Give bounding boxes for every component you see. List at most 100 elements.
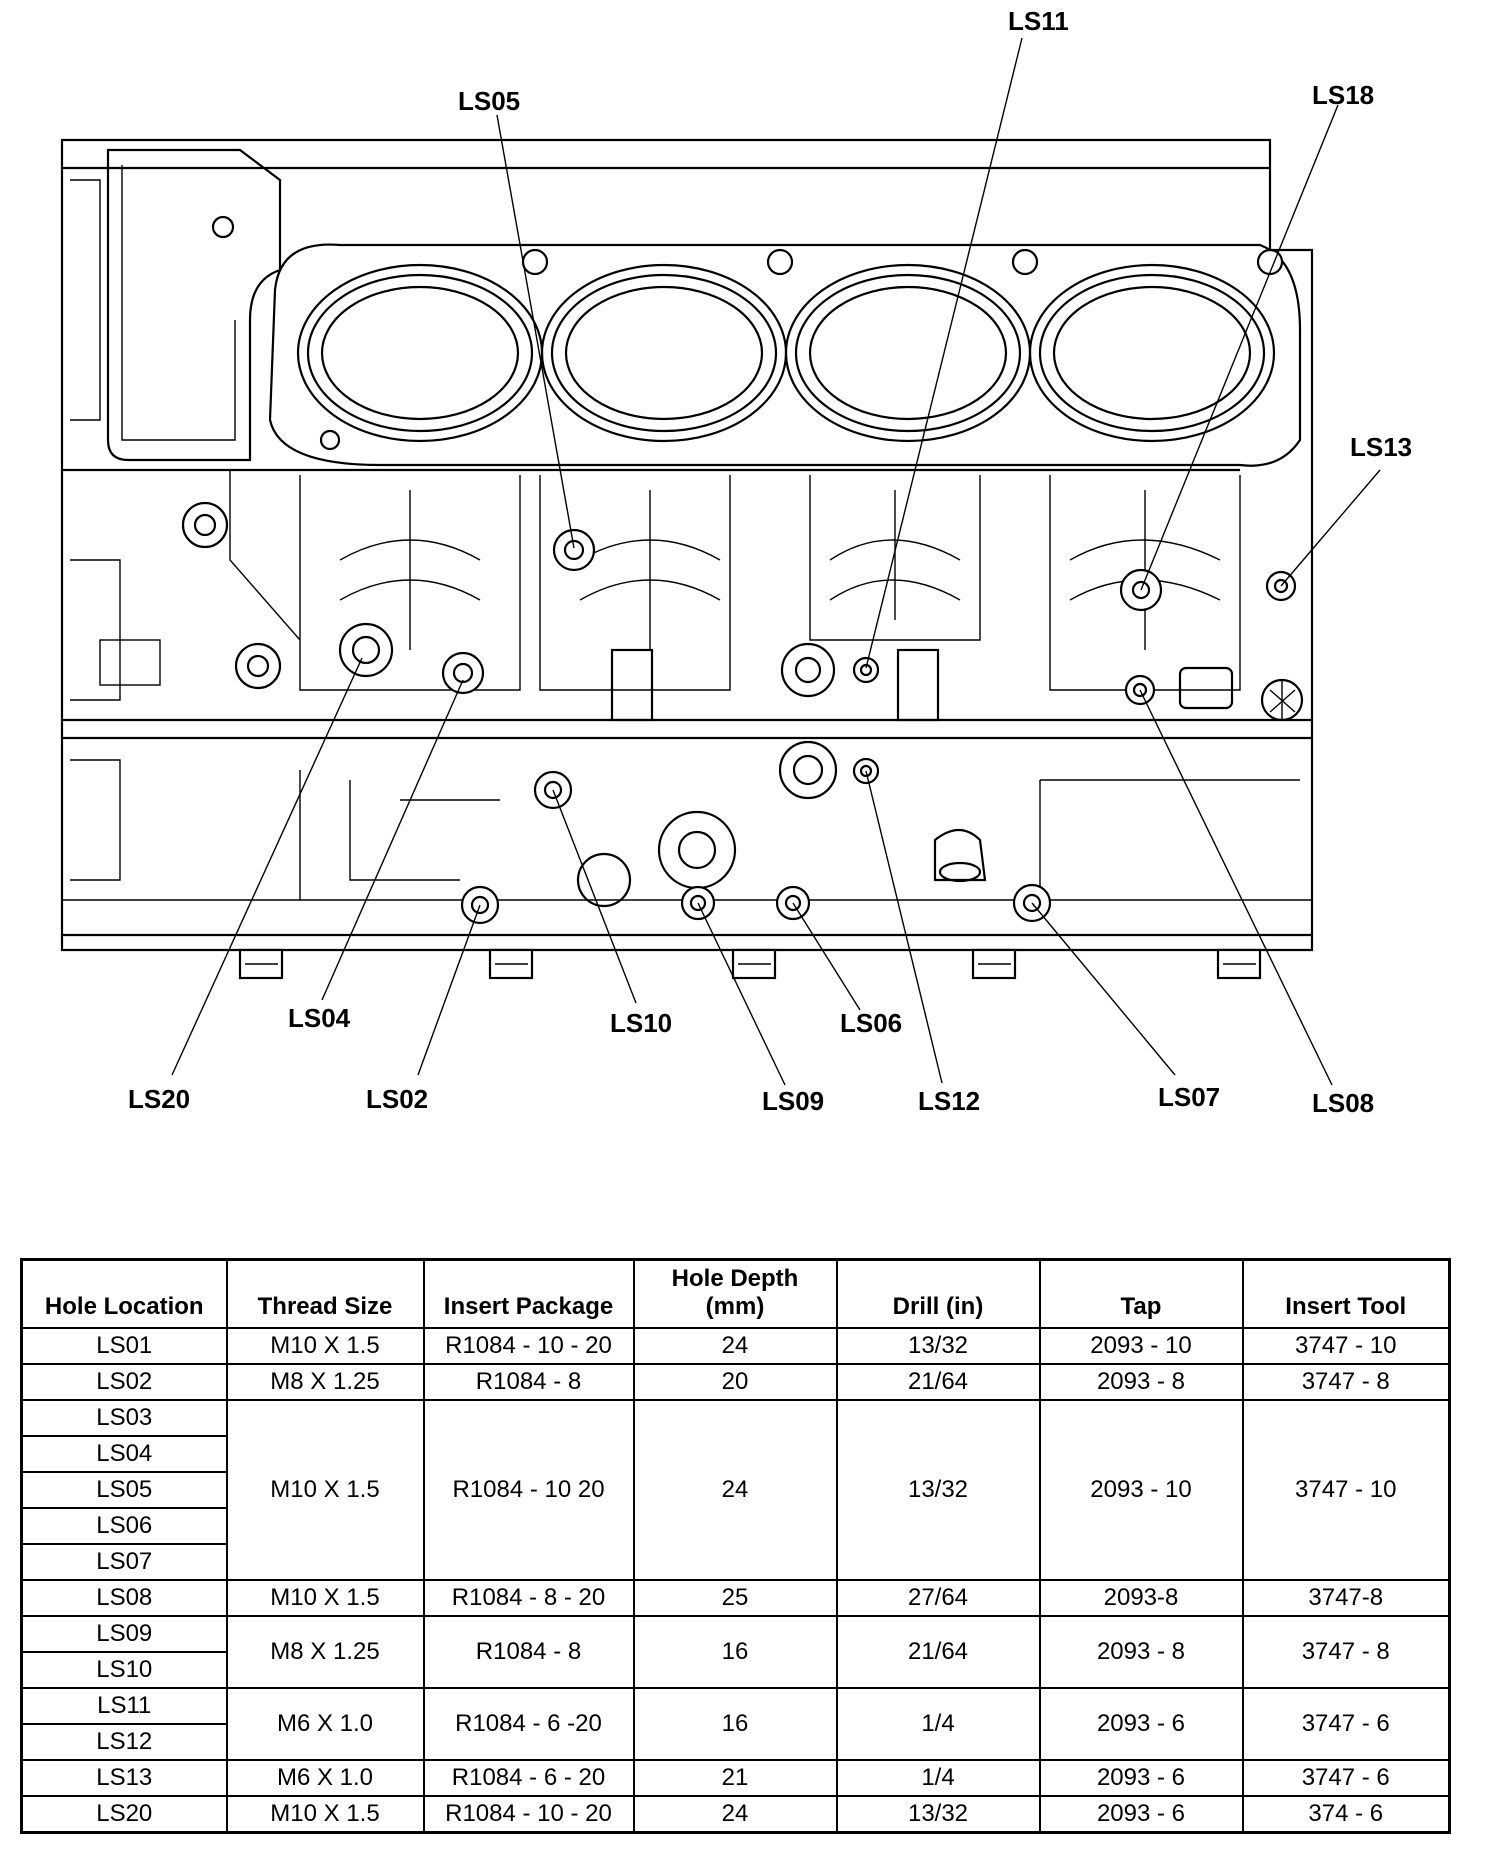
table-row: LS07 bbox=[20, 1543, 1450, 1581]
leader-lines bbox=[171, 37, 1381, 1086]
cell-tool: 3747 - 10 bbox=[1241, 1327, 1451, 1365]
cell-location: LS10 bbox=[20, 1651, 228, 1689]
header-insert-package: Insert Package bbox=[422, 1258, 635, 1329]
table-row: LS06 bbox=[20, 1507, 1450, 1545]
table-row: LS13 M6 X 1.0 R1084 - 6 - 20 21 1/4 2093… bbox=[20, 1759, 1451, 1797]
header-drill: Drill (in) bbox=[835, 1258, 1041, 1329]
cell-depth: 16 bbox=[632, 1687, 838, 1761]
table-row: LS04 bbox=[20, 1435, 1450, 1473]
cell-drill: 13/32 bbox=[835, 1399, 1041, 1581]
cell-depth: 24 bbox=[632, 1399, 838, 1581]
table-row: LS03 M10 X 1.5 R1084 - 10 20 24 13/32 20… bbox=[20, 1399, 1451, 1581]
cell-depth: 24 bbox=[632, 1795, 838, 1834]
cylinder-bore-4 bbox=[1028, 263, 1276, 443]
table-row: LS01 M10 X 1.5 R1084 - 10 - 20 24 13/32 … bbox=[20, 1327, 1451, 1365]
table-row: LS20 M10 X 1.5 R1084 - 10 - 20 24 13/32 … bbox=[20, 1795, 1451, 1834]
cell-thread: M10 X 1.5 bbox=[225, 1795, 425, 1834]
cell-thread: M8 X 1.25 bbox=[225, 1615, 425, 1689]
callout-labels: LS11 LS05 LS18 LS13 LS04 LS10 LS06 LS20 … bbox=[128, 6, 1412, 1118]
cell-location: LS06 bbox=[20, 1507, 228, 1545]
cell-thread: M10 X 1.5 bbox=[225, 1327, 425, 1365]
cell-drill: 1/4 bbox=[835, 1759, 1041, 1797]
cell-tool: 374 - 6 bbox=[1241, 1795, 1451, 1834]
cell-tool: 3747 - 8 bbox=[1241, 1363, 1451, 1401]
pan-bolts bbox=[238, 948, 1262, 980]
cell-tap: 2093 - 8 bbox=[1038, 1615, 1244, 1689]
cell-tap: 2093 - 10 bbox=[1038, 1327, 1244, 1365]
cell-depth: 25 bbox=[632, 1579, 838, 1617]
cell-location: LS03 bbox=[20, 1399, 228, 1437]
label-ls18: LS18 bbox=[1312, 80, 1374, 110]
cell-tool: 3747 - 6 bbox=[1241, 1687, 1451, 1761]
head-gasket bbox=[268, 243, 1302, 467]
cell-package: R1084 - 10 - 20 bbox=[422, 1795, 635, 1834]
header-insert-tool: Insert Tool bbox=[1241, 1258, 1451, 1329]
cell-drill: 21/64 bbox=[835, 1363, 1041, 1401]
cell-location: LS20 bbox=[20, 1795, 228, 1834]
label-ls04: LS04 bbox=[288, 1003, 351, 1033]
cell-thread: M8 X 1.25 bbox=[225, 1363, 425, 1401]
cell-tool: 3747 - 8 bbox=[1241, 1615, 1451, 1689]
cell-tap: 2093 - 6 bbox=[1038, 1795, 1244, 1834]
cell-tap: 2093 - 8 bbox=[1038, 1363, 1244, 1401]
label-ls12: LS12 bbox=[918, 1086, 980, 1116]
label-ls09: LS09 bbox=[762, 1086, 824, 1116]
table-row: LS09 M8 X 1.25 R1084 - 8 16 21/64 2093 -… bbox=[20, 1615, 1451, 1689]
cell-package: R1084 - 8 bbox=[422, 1363, 635, 1401]
cell-drill: 1/4 bbox=[835, 1687, 1041, 1761]
label-ls11: LS11 bbox=[1008, 6, 1069, 36]
cell-tool: 3747 - 6 bbox=[1241, 1759, 1451, 1797]
cell-drill: 21/64 bbox=[835, 1615, 1041, 1689]
label-ls13: LS13 bbox=[1350, 432, 1412, 462]
insert-holes bbox=[338, 528, 1297, 925]
label-ls06: LS06 bbox=[840, 1008, 902, 1038]
cell-tool: 3747-8 bbox=[1241, 1579, 1451, 1617]
table-row: LS05 bbox=[20, 1471, 1450, 1509]
cell-location: LS12 bbox=[20, 1723, 228, 1761]
cell-package: R1084 - 6 - 20 bbox=[422, 1759, 635, 1797]
cell-tap: 2093-8 bbox=[1038, 1579, 1244, 1617]
cell-package: R1084 - 8 bbox=[422, 1615, 635, 1689]
cell-thread: M10 X 1.5 bbox=[225, 1399, 425, 1581]
header-hole-depth-unit: (mm) bbox=[705, 1293, 765, 1320]
label-ls10: LS10 bbox=[610, 1008, 672, 1038]
cell-package: R1084 - 10 - 20 bbox=[422, 1327, 635, 1365]
header-hole-depth: Hole Depth (mm) bbox=[632, 1258, 838, 1329]
table-row: LS02 M8 X 1.25 R1084 - 8 20 21/64 2093 -… bbox=[20, 1363, 1451, 1401]
cell-thread: M10 X 1.5 bbox=[225, 1579, 425, 1617]
cell-location: LS09 bbox=[20, 1615, 228, 1653]
cylinder-bore-2 bbox=[540, 263, 788, 443]
label-ls08: LS08 bbox=[1312, 1088, 1374, 1118]
engine-block-diagram: LS11 LS05 LS18 LS13 LS04 LS10 LS06 LS20 … bbox=[60, 6, 1412, 1118]
cell-drill: 27/64 bbox=[835, 1579, 1041, 1617]
cell-depth: 16 bbox=[632, 1615, 838, 1689]
cylinder-bore-3 bbox=[784, 263, 1032, 443]
table-row: LS12 bbox=[20, 1723, 1450, 1761]
cell-location: LS08 bbox=[20, 1579, 228, 1617]
label-ls02: LS02 bbox=[366, 1084, 428, 1114]
cell-depth: 24 bbox=[632, 1327, 838, 1365]
cell-thread: M6 X 1.0 bbox=[225, 1759, 425, 1797]
cell-location: LS04 bbox=[20, 1435, 228, 1473]
cell-tap: 2093 - 6 bbox=[1038, 1759, 1244, 1797]
cell-location: LS01 bbox=[20, 1327, 228, 1365]
label-ls20: LS20 bbox=[128, 1084, 190, 1114]
cell-package: R1084 - 8 - 20 bbox=[422, 1579, 635, 1617]
label-ls05: LS05 bbox=[458, 86, 520, 116]
cell-location: LS05 bbox=[20, 1471, 228, 1509]
cylinder-bore-1 bbox=[296, 263, 544, 443]
cell-depth: 20 bbox=[632, 1363, 838, 1401]
header-thread-size: Thread Size bbox=[225, 1258, 425, 1329]
cell-package: R1084 - 10 20 bbox=[422, 1399, 635, 1581]
label-ls07: LS07 bbox=[1158, 1082, 1220, 1112]
cell-drill: 13/32 bbox=[835, 1795, 1041, 1834]
cell-package: R1084 - 6 -20 bbox=[422, 1687, 635, 1761]
cell-tool: 3747 - 10 bbox=[1241, 1399, 1451, 1581]
cell-thread: M6 X 1.0 bbox=[225, 1687, 425, 1761]
cell-location: LS13 bbox=[20, 1759, 228, 1797]
cell-location: LS02 bbox=[20, 1363, 228, 1401]
cell-tap: 2093 - 6 bbox=[1038, 1687, 1244, 1761]
table-row: LS08 M10 X 1.5 R1084 - 8 - 20 25 27/64 2… bbox=[20, 1579, 1451, 1617]
cell-drill: 13/32 bbox=[835, 1327, 1041, 1365]
cell-depth: 21 bbox=[632, 1759, 838, 1797]
